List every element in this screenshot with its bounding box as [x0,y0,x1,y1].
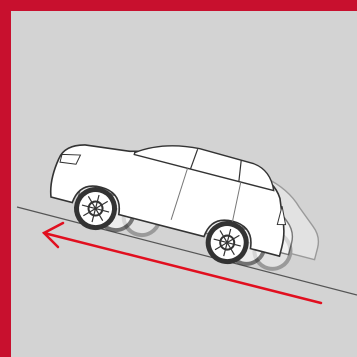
illustration-panel [11,11,357,357]
hill-start-illustration [11,11,357,357]
suv-car [43,115,301,275]
